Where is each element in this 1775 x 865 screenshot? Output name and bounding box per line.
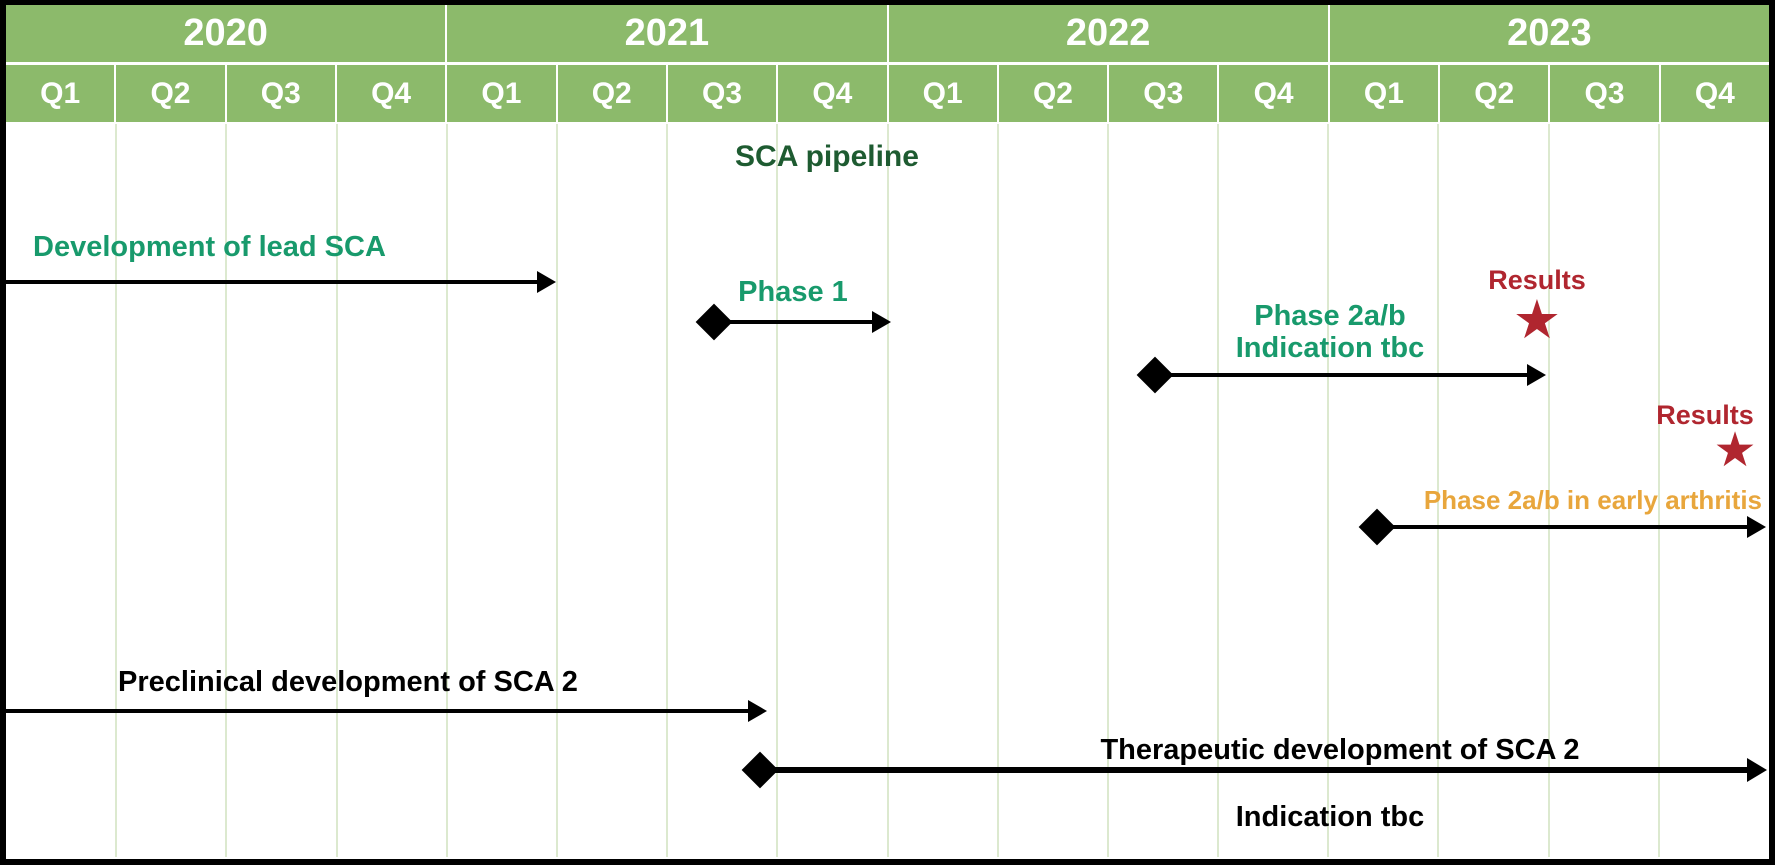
quarter-header: Q2 [1440,65,1551,122]
task-label-preclinical-sca2: Preclinical development of SCA 2 [118,666,578,698]
quarter-gridline [1327,124,1330,857]
year-header-2022: 2022 [888,5,1330,62]
quarter-gridline [335,124,338,857]
quarter-header: Q3 [226,65,337,122]
quarter-header: Q4 [336,65,448,122]
quarter-header: Q4 [1219,65,1330,122]
task-bar-phase2ab [1155,373,1527,377]
results-label-2: Results [1656,400,1754,430]
quarter-header-row: Q1 Q2 Q3 Q4 Q1 Q2 Q3 Q4 Q1 Q2 Q3 Q4 Q1 Q… [6,65,1769,124]
quarter-header: Q1 [888,65,999,122]
quarter-header: Q1 [6,65,117,122]
task-label-dev-lead-sca: Development of lead SCA [33,231,386,263]
quarter-gridline [225,124,228,857]
quarter-gridline [1106,124,1109,857]
quarter-header: Q2 [116,65,227,122]
chart-body [6,124,1769,857]
quarter-header: Q3 [667,65,779,122]
quarter-gridline [1437,124,1440,857]
task-label-therapeutic-indication: Indication tbc [1235,801,1425,833]
task-bar-therapeutic-sca2 [760,767,1747,773]
quarter-header: Q2 [557,65,668,122]
task-label-therapeutic-sca2: Therapeutic development of SCA 2 [1100,734,1580,766]
arrowhead-icon [1747,758,1767,782]
year-header-2020: 2020 [6,5,448,62]
quarter-gridline [1217,124,1220,857]
task-bar-preclinical-sca2 [6,709,748,713]
year-header-row: 2020 2021 2022 2023 [6,5,1769,65]
arrowhead-icon [748,700,767,722]
quarter-header: Q4 [778,65,889,122]
quarter-gridline [115,124,118,857]
arrowhead-icon [872,311,891,333]
arrowhead-icon [1747,516,1766,538]
task-label-phase2ab-line1: Phase 2a/b [1254,300,1406,332]
arrowhead-icon [537,271,556,293]
task-overlay: SCA pipeline Development of lead SCA Pha… [6,5,1769,859]
quarter-header: Q3 [1109,65,1220,122]
quarter-gridline [555,124,558,857]
quarter-header: Q3 [1550,65,1661,122]
task-label-phase1: Phase 1 [738,276,848,308]
quarter-header: Q1 [447,65,558,122]
quarter-header: Q2 [998,65,1110,122]
quarter-header: Q1 [1329,65,1441,122]
task-label-phase2ab-line2: Indication tbc [1235,332,1425,364]
quarter-header: Q4 [1660,65,1769,122]
arrowhead-icon [1527,364,1546,386]
task-label-early-arthritis: Phase 2a/b in early arthritis [1423,485,1762,515]
year-header-2023: 2023 [1329,5,1769,62]
year-header-2021: 2021 [447,5,889,62]
quarter-gridline [996,124,999,857]
results-star-icon: ★ [1512,288,1562,351]
task-bar-phase1 [714,320,872,324]
task-label-phase2ab: Phase 2a/b Indication tbc [1130,300,1530,364]
quarter-gridline [445,124,448,857]
task-bar-dev-lead-sca [6,280,537,284]
task-bar-early-arthritis [1377,525,1747,529]
page-title: SCA pipeline [735,140,919,173]
quarter-gridline [886,124,889,857]
quarter-gridline [1547,124,1550,857]
quarter-gridline [1657,124,1660,857]
quarter-gridline [776,124,779,857]
results-label-1: Results [1488,265,1586,295]
results-star-icon: ★ [1713,422,1757,478]
quarter-gridline [666,124,669,857]
